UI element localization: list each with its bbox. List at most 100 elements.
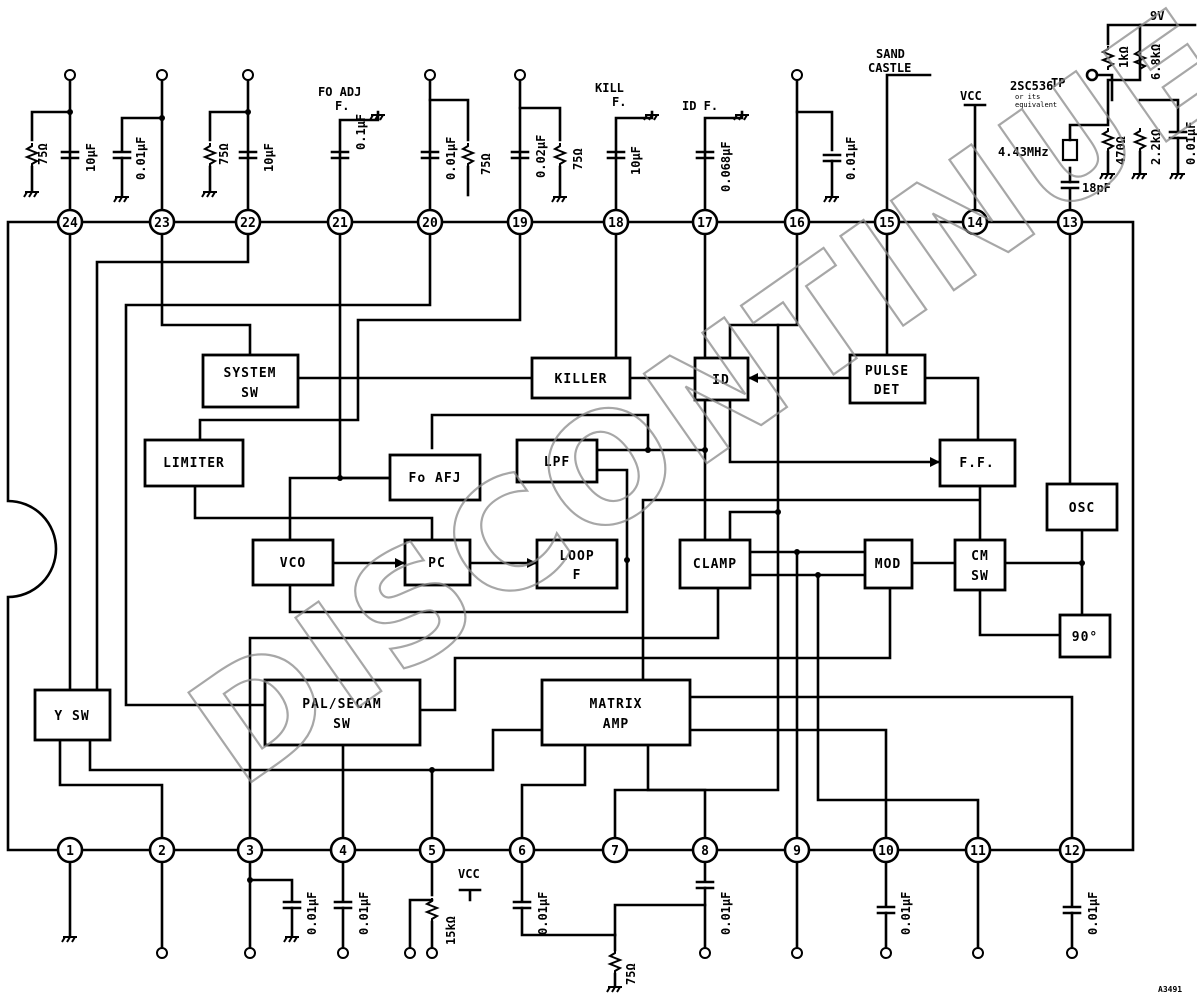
svg-text:10μF: 10μF: [629, 146, 643, 175]
svg-text:0.01μF: 0.01μF: [134, 137, 148, 180]
block-clamp: CLAMP: [678, 538, 752, 590]
pin-5: 5: [418, 836, 446, 864]
svg-text:18pF: 18pF: [1082, 181, 1111, 195]
svg-text:1: 1: [66, 844, 74, 859]
svg-text:11: 11: [970, 844, 986, 859]
block-pulse-det: PULSE DET: [848, 353, 927, 405]
svg-text:AMP: AMP: [603, 717, 629, 732]
svg-text:13: 13: [1062, 216, 1078, 231]
svg-text:LOOP: LOOP: [559, 549, 594, 564]
svg-text:F.: F.: [335, 99, 349, 113]
block-id: ID: [693, 356, 750, 402]
svg-text:7: 7: [611, 844, 619, 859]
block-pal-secam-sw: PAL/SECAM SW: [263, 678, 422, 747]
svg-text:ID: ID: [712, 373, 730, 388]
pin-20: 20: [416, 208, 444, 236]
svg-text:6.8kΩ: 6.8kΩ: [1149, 44, 1163, 80]
svg-text:5: 5: [428, 844, 436, 859]
svg-text:VCO: VCO: [280, 556, 306, 571]
pin-24: 24: [56, 208, 84, 236]
block-vco: VCO: [251, 538, 335, 587]
svg-text:3: 3: [246, 844, 254, 859]
svg-text:18: 18: [608, 216, 624, 231]
svg-text:equivalent: equivalent: [1015, 101, 1057, 109]
svg-text:0.01μF: 0.01μF: [444, 137, 458, 180]
pin-21: 21: [326, 208, 354, 236]
block-pc: PC: [403, 538, 472, 587]
svg-text:20: 20: [422, 216, 438, 231]
block-matrix-amp: MATRIX AMP: [540, 678, 692, 747]
pin-12: 12: [1058, 836, 1086, 864]
block-cm-sw: CM SW: [953, 538, 1007, 592]
svg-text:LIMITER: LIMITER: [163, 456, 225, 471]
svg-text:75Ω: 75Ω: [571, 148, 585, 170]
pin-6: 6: [508, 836, 536, 864]
svg-text:KILL: KILL: [595, 81, 624, 95]
pins: 24 23 22 21 20 19 18 17 16 15 14 13 1 2 …: [56, 208, 1086, 864]
svg-text:MOD: MOD: [875, 557, 901, 572]
svg-text:F: F: [573, 568, 582, 583]
ic-outline: [6, 220, 1135, 852]
svg-text:0.01μF: 0.01μF: [357, 892, 371, 935]
svg-text:0.1μF: 0.1μF: [354, 114, 368, 150]
svg-text:470Ω: 470Ω: [1114, 136, 1128, 165]
svg-text:TP: TP: [1051, 76, 1065, 90]
external-bottom: 0.01μF 0.01μF VCC 15kΩ 0.01μF 75Ω 0.01μF…: [61, 848, 1182, 994]
svg-text:0.02μF: 0.02μF: [534, 135, 548, 178]
svg-text:0.01μF: 0.01μF: [305, 892, 319, 935]
svg-text:F.F.: F.F.: [959, 456, 994, 471]
pin-17: 17: [691, 208, 719, 236]
svg-text:10μF: 10μF: [84, 143, 98, 172]
pin-14: 14: [961, 208, 989, 236]
svg-text:MATRIX: MATRIX: [590, 697, 643, 712]
svg-text:PULSE: PULSE: [865, 364, 909, 379]
svg-text:75Ω: 75Ω: [624, 963, 638, 985]
svg-text:KILLER: KILLER: [555, 372, 608, 387]
svg-text:Fo AFJ: Fo AFJ: [409, 471, 462, 486]
svg-text:VCC: VCC: [458, 867, 480, 881]
svg-text:4.43MHz: 4.43MHz: [998, 145, 1049, 159]
svg-text:0.068μF: 0.068μF: [719, 141, 733, 192]
pin-11: 11: [964, 836, 992, 864]
block-mod: MOD: [863, 538, 914, 590]
svg-text:8: 8: [701, 844, 709, 859]
block-limiter: LIMITER: [143, 438, 245, 488]
svg-text:or its: or its: [1015, 93, 1040, 101]
svg-text:90°: 90°: [1072, 630, 1098, 645]
svg-text:CM: CM: [971, 549, 989, 564]
block-lpf: LPF: [515, 438, 599, 484]
svg-text:SW: SW: [241, 386, 259, 401]
pin-22: 22: [234, 208, 262, 236]
svg-text:PC: PC: [428, 556, 446, 571]
svg-text:19: 19: [512, 216, 528, 231]
svg-text:DET: DET: [874, 383, 900, 398]
svg-text:2SC536: 2SC536: [1010, 79, 1053, 93]
svg-text:14: 14: [967, 216, 983, 231]
svg-text:A3491: A3491: [1158, 985, 1182, 994]
block-loop-f: LOOP F: [535, 538, 619, 590]
pin-1: 1: [56, 836, 84, 864]
svg-text:Y SW: Y SW: [54, 709, 89, 724]
svg-text:21: 21: [332, 216, 348, 231]
svg-text:15kΩ: 15kΩ: [444, 916, 458, 945]
svg-text:ID F.: ID F.: [682, 99, 718, 113]
svg-text:6: 6: [518, 844, 526, 859]
pin-7: 7: [601, 836, 629, 864]
block-killer: KILLER: [530, 356, 632, 400]
svg-text:15: 15: [879, 216, 895, 231]
block-system-sw: SYSTEM SW: [201, 353, 300, 409]
svg-text:0.01μF: 0.01μF: [844, 137, 858, 180]
pin-8: 8: [691, 836, 719, 864]
block-90deg: 90°: [1058, 613, 1112, 659]
pin-4: 4: [329, 836, 357, 864]
svg-text:75Ω: 75Ω: [479, 153, 493, 175]
svg-text:FO ADJ: FO ADJ: [318, 85, 361, 99]
svg-text:2.2kΩ: 2.2kΩ: [1149, 129, 1163, 165]
svg-text:9V: 9V: [1150, 9, 1164, 23]
svg-text:2: 2: [158, 844, 166, 859]
svg-text:10: 10: [878, 844, 894, 859]
pin-13: 13: [1056, 208, 1084, 236]
external-top: 75Ω 10μF 0.01μF 75Ω 10μF FO ADJ F. 0.1μF…: [23, 9, 1197, 224]
svg-text:12: 12: [1064, 844, 1080, 859]
